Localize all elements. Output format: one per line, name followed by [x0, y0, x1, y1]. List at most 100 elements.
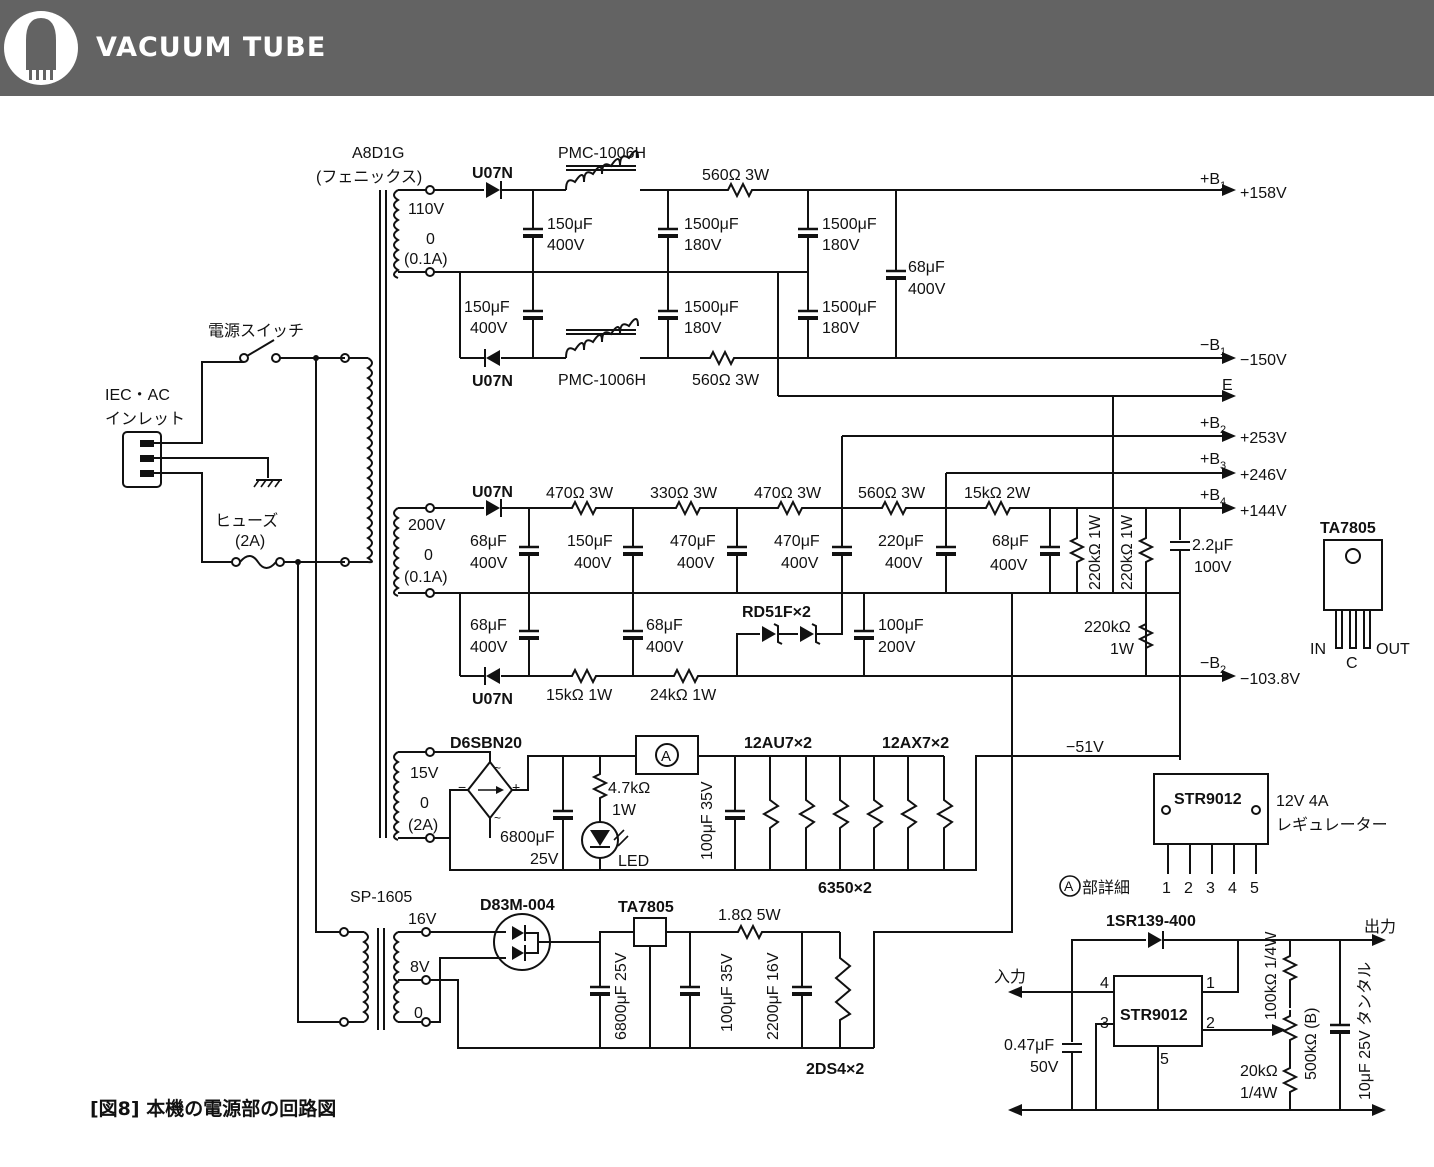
resistor-330-label: 330Ω 3W [650, 485, 718, 502]
cap-68-d-voltage: 400V [470, 639, 508, 656]
cap-1500-2-value: 1500μF [684, 299, 739, 316]
resistor-560-3-label: 560Ω 3W [858, 485, 926, 502]
cap-68-a-value: 68μF [908, 259, 945, 276]
cap-1500-4-value: 1500μF [822, 299, 877, 316]
cap-470-2 [830, 534, 854, 566]
str9012-chip-label: STR9012 [1120, 1007, 1188, 1024]
cap-0-47uf-value: 0.47μF [1004, 1037, 1054, 1054]
vacuum-tube-logo-icon [4, 11, 78, 85]
resistor-220k-3-watt: 1W [1110, 641, 1135, 658]
tube-2ds4-label: 2DS4×2 [806, 1061, 864, 1078]
resistor-470-2-label: 470Ω 3W [754, 485, 822, 502]
b3p-voltage: +246V [1240, 467, 1287, 484]
cap-1500-3-voltage: 180V [822, 237, 860, 254]
svg-text:−: − [458, 779, 466, 795]
b1m-label: −B1 [1200, 337, 1226, 358]
str9012-package [1153, 773, 1269, 874]
e-label: E [1222, 377, 1233, 394]
cap-1500-4-voltage: 180V [822, 320, 860, 337]
potentiometer-500k-label: 500kΩ (B) [1303, 1008, 1320, 1080]
cap-68-e [621, 618, 645, 650]
winding-0-a: 0 [426, 231, 435, 248]
transformer-sp1605-label: SP-1605 [350, 889, 412, 906]
led-label: LED [618, 853, 649, 870]
diode-u07n-3 [486, 499, 502, 517]
diode-u07n-3-label: U07N [472, 484, 513, 501]
power-switch [239, 339, 281, 363]
cap-68-a-voltage: 400V [908, 281, 946, 298]
b2m-voltage: −103.8V [1240, 671, 1300, 688]
cap-68-b-value: 68μF [470, 533, 507, 550]
resistor-220k-2 [1139, 531, 1153, 569]
b4p-label: +B4 [1200, 487, 1226, 508]
cap-150-3 [621, 534, 645, 566]
tube-12au7-label: 12AU7×2 [744, 735, 812, 752]
resistor-15k [979, 501, 1017, 515]
b1p-label: +B1 [1200, 171, 1226, 192]
cap-68-c-value: 68μF [992, 533, 1029, 550]
cap-1500-3-value: 1500μF [822, 216, 877, 233]
header-title: VACUUM TUBE [96, 32, 327, 63]
cap-100-a-voltage: 200V [878, 639, 916, 656]
cap-1500-3 [796, 216, 820, 248]
winding-current-c: (2A) [408, 817, 438, 834]
resistor-470-2 [771, 501, 809, 515]
resistor-24k [667, 669, 705, 683]
cap-220-voltage: 400V [885, 555, 923, 572]
cap-100-b [723, 798, 747, 830]
cap-68-c [1038, 534, 1062, 566]
cap-1500-2 [656, 298, 680, 330]
cap-100-c-label: 100μF 35V [719, 953, 736, 1032]
fuse-label: ヒューズ [215, 512, 278, 530]
cap-2-2uf-value: 2.2μF [1192, 537, 1233, 554]
winding-current-b: (0.1A) [404, 569, 448, 586]
meter-circle-a-box: A [635, 735, 699, 775]
cap-150-2-value: 150μF [464, 299, 510, 316]
inlet-label-2: インレット [105, 411, 185, 428]
diode-u07n-1-label: U07N [472, 165, 513, 182]
cap-150-3-voltage: 400V [574, 555, 612, 572]
resistor-560-3 [875, 501, 913, 515]
cap-1500-1-value: 1500μF [684, 216, 739, 233]
pin-3: 3 [1206, 880, 1215, 897]
cap-68-a [884, 258, 908, 290]
chip-pin-1: 1 [1206, 975, 1215, 992]
ta7805-package [1323, 539, 1383, 649]
choke-pmc-2 [565, 318, 639, 359]
diode-1sr139 [1148, 931, 1164, 949]
resistor-4-7k [593, 767, 607, 805]
cap-0-47uf-voltage: 50V [1030, 1059, 1059, 1076]
cap-0-47uf [1062, 1043, 1082, 1053]
resistor-1-8 [731, 925, 769, 939]
transformer-sp1605 [339, 927, 400, 1030]
bridge-rectifier: ~ ~ − + [458, 760, 520, 825]
cap-100-a-value: 100μF [878, 617, 924, 634]
cap-68-d-value: 68μF [470, 617, 507, 634]
resistor-470-1-label: 470Ω 3W [546, 485, 614, 502]
regulator-ta7805-a [633, 917, 667, 947]
cap-470-1 [725, 534, 749, 566]
figure-caption: [図8] 本機の電源部の回路図 [90, 1098, 337, 1120]
resistor-24k-label: 24kΩ 1W [650, 687, 717, 704]
pin-5: 5 [1250, 880, 1259, 897]
cap-68-b-voltage: 400V [470, 555, 508, 572]
winding-0-b: 0 [424, 547, 433, 564]
cap-2200-label: 2200μF 16V [765, 952, 782, 1040]
cap-1500-2-voltage: 180V [684, 320, 722, 337]
regulator-ta7805-a-label: TA7805 [618, 899, 674, 916]
cap-220 [934, 534, 958, 566]
heater-filaments [761, 756, 954, 870]
cap-150-1-voltage: 400V [547, 237, 585, 254]
svg-text:~: ~ [494, 811, 501, 825]
svg-text:+: + [512, 779, 520, 795]
cap-150-2-voltage: 400V [470, 320, 508, 337]
resistor-15k-label: 15kΩ 2W [964, 485, 1031, 502]
cap-10uf-tantalum [1328, 1012, 1352, 1044]
pin-c-label: C [1346, 655, 1358, 672]
cap-68-e-voltage: 400V [646, 639, 684, 656]
cap-1500-1 [656, 216, 680, 248]
resistor-470-1 [565, 501, 603, 515]
main-transformer-label: A8D1G [352, 145, 404, 162]
diode-d83m-label: D83M-004 [480, 897, 555, 914]
cap-6800-b-label: 6800μF 25V [613, 952, 630, 1040]
